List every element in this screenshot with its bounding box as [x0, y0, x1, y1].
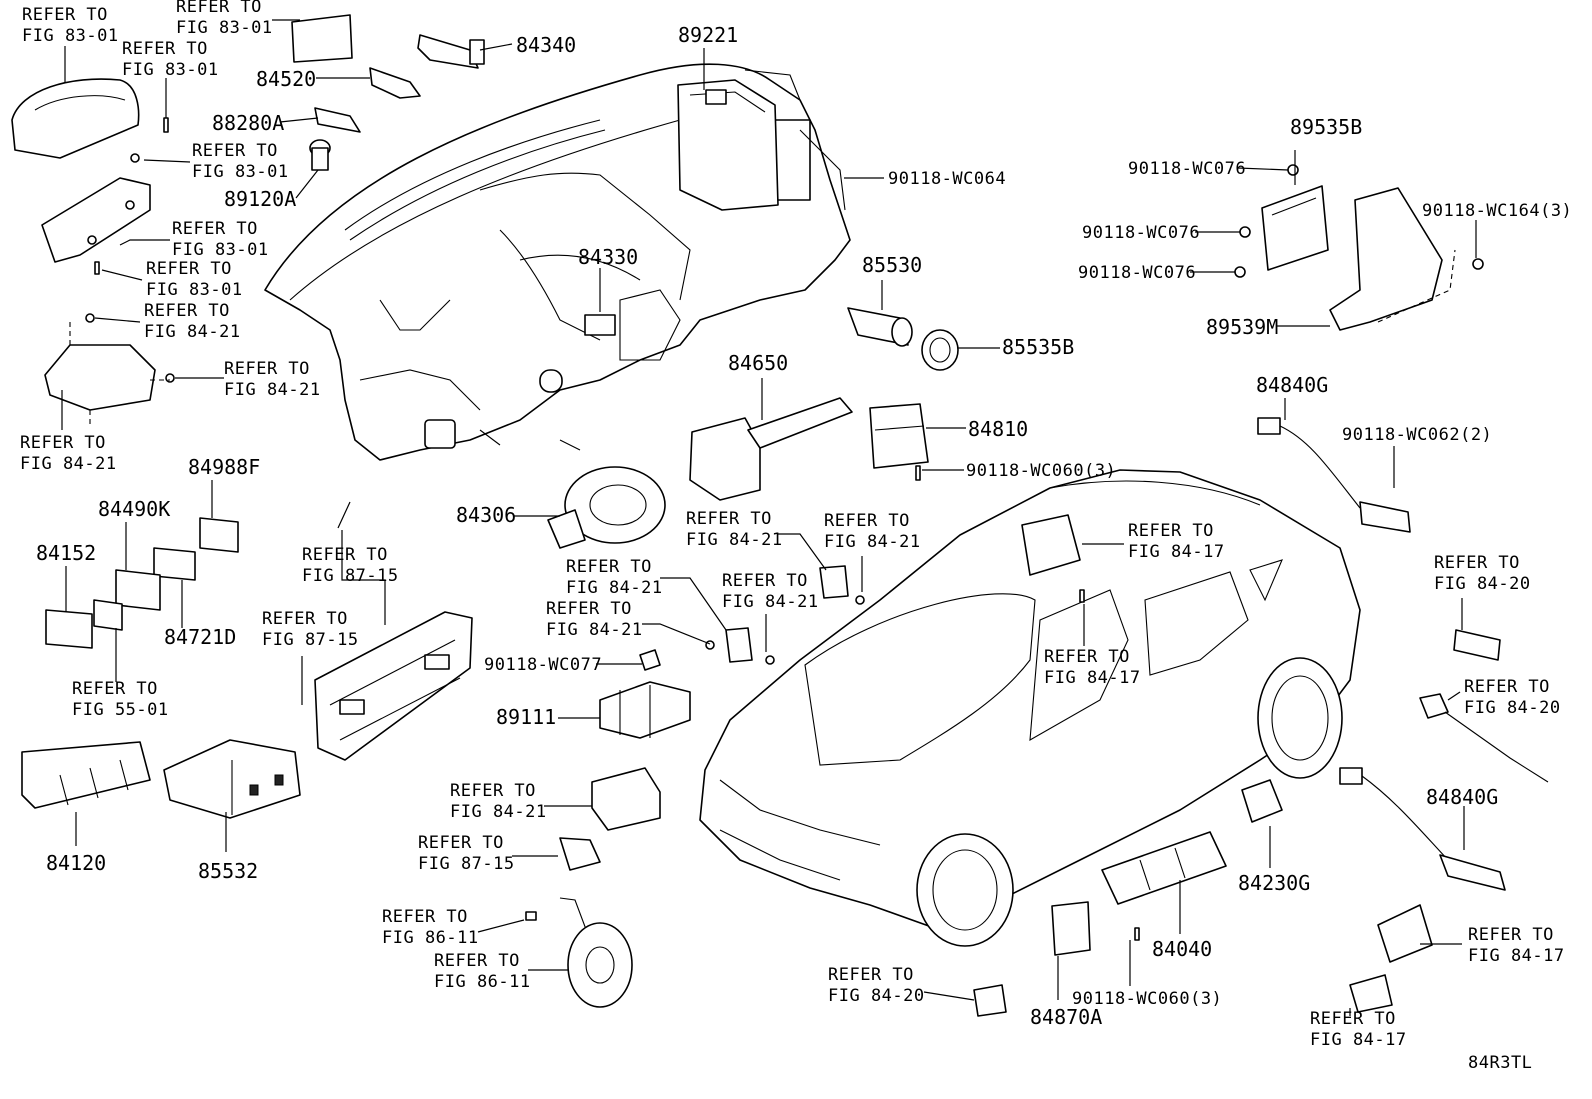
part-label-84040: 84040	[1152, 937, 1212, 961]
switch-parts-top	[309, 34, 485, 171]
part-label-90118-wc077: 90118-WC077	[484, 655, 602, 675]
drawing-code: 84R3TL	[1468, 1053, 1532, 1073]
part-label-89221: 89221	[678, 23, 738, 47]
part-label-84306: 84306	[456, 503, 516, 527]
lower-right-components	[973, 779, 1433, 1017]
part-label-84230G: 84230G	[1238, 871, 1310, 895]
part-label-90118-wc060-b: 90118-WC060(3)	[1072, 989, 1222, 1009]
bracket-89539m	[1329, 187, 1484, 331]
module-89111	[599, 681, 691, 739]
part-label-84840G-top: 84840G	[1256, 373, 1328, 397]
combination-switch-84650	[689, 397, 853, 501]
part-label-85535B: 85535B	[1002, 335, 1074, 359]
part-label-89535B: 89535B	[1290, 115, 1362, 139]
power-outlet-85530	[847, 307, 959, 371]
spiral-cable-84306	[547, 466, 666, 549]
part-label-84840G-bottom: 84840G	[1426, 785, 1498, 809]
switches-84988f-84490k	[45, 517, 239, 649]
part-label-90118-wc164: 90118-WC164(3)	[1422, 201, 1572, 221]
part-label-84340: 84340	[516, 33, 576, 57]
part-label-90118-wc076-a: 90118-WC076	[1128, 159, 1246, 179]
part-label-88280A: 88280A	[212, 111, 284, 135]
trim-piece-top	[291, 14, 353, 63]
part-label-90118-wc060-a: 90118-WC060(3)	[966, 461, 1116, 481]
part-label-84650: 84650	[728, 351, 788, 375]
part-number-labels: 84340 84520 88280A 89120A 89221 90118-WC…	[36, 23, 1572, 1073]
part-label-90118-wc064: 90118-WC064	[888, 169, 1006, 189]
ecu-89535b	[1261, 185, 1329, 271]
sensor-module-left	[44, 322, 170, 425]
ecu-module-89221	[677, 79, 779, 211]
part-label-90118-wc076-c: 90118-WC076	[1078, 263, 1196, 283]
sensor-connectors-middle	[559, 565, 865, 871]
part-label-85530: 85530	[862, 253, 922, 277]
switch-panel-84120	[21, 741, 151, 809]
antenna-84840g-bottom	[1339, 767, 1506, 891]
part-label-84330: 84330	[578, 245, 638, 269]
airbag-cover-illustration	[11, 78, 140, 159]
part-label-84120: 84120	[46, 851, 106, 875]
part-label-84520: 84520	[256, 67, 316, 91]
receiver-module-roof	[1021, 514, 1085, 603]
part-label-84810: 84810	[968, 417, 1028, 441]
part-label-84988F: 84988F	[188, 455, 260, 479]
horn-illustration	[525, 897, 633, 1008]
screw-icons-left	[85, 117, 175, 383]
part-label-84152: 84152	[36, 541, 96, 565]
switch-84810	[869, 403, 929, 481]
part-label-84721D: 84721D	[164, 625, 236, 649]
vehicle-outline	[699, 469, 1361, 947]
leader-lines	[61, 19, 1477, 1016]
part-label-90118-wc062: 90118-WC062(2)	[1342, 425, 1492, 445]
part-label-89120A: 89120A	[224, 187, 296, 211]
part-label-89111: 89111	[496, 705, 556, 729]
sensor-84-20-right	[1419, 629, 1549, 783]
part-label-84490K: 84490K	[98, 497, 170, 521]
switch-block-85532	[163, 739, 301, 819]
part-label-84870A: 84870A	[1030, 1005, 1102, 1029]
part-label-89539M: 89539M	[1206, 315, 1278, 339]
bracket-illustration	[41, 177, 151, 263]
antenna-84840g-top	[1257, 417, 1411, 533]
part-label-90118-wc076-b: 90118-WC076	[1082, 223, 1200, 243]
ac-control-panel	[314, 611, 473, 761]
part-label-85532: 85532	[198, 859, 258, 883]
